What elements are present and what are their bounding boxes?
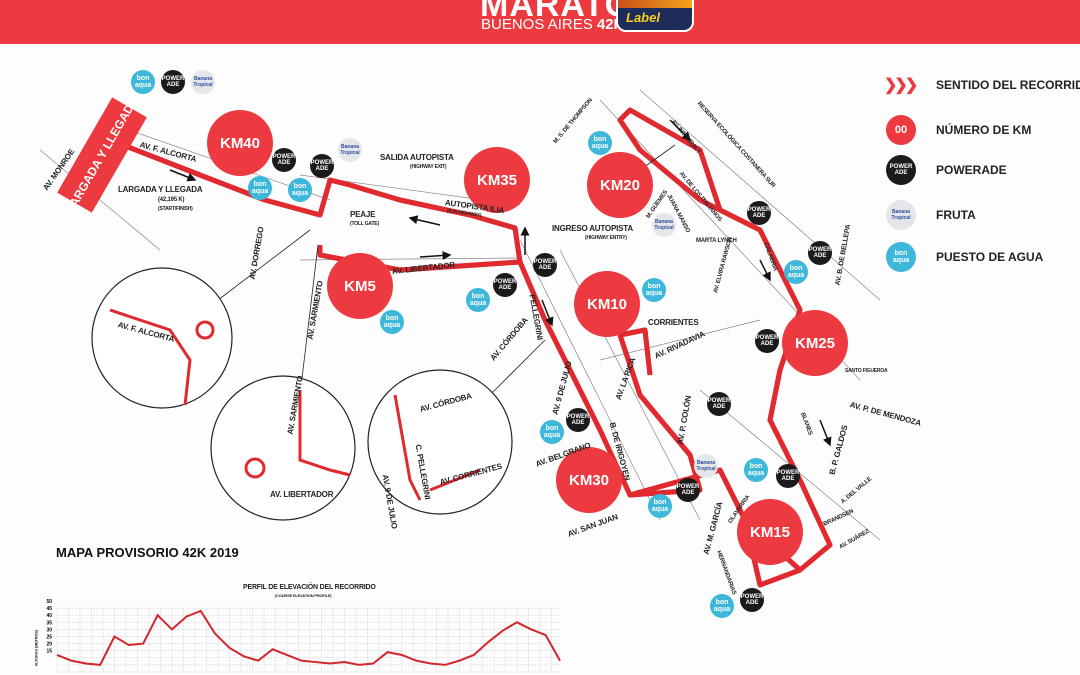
km-marker: KM5	[327, 253, 393, 319]
street-label: PEAJE	[350, 210, 376, 219]
direction-arrows-icon: ❯❯❯	[884, 77, 918, 94]
water-station-icon: bon aqua	[540, 420, 564, 444]
chart-ytick: 30	[46, 627, 52, 633]
legend-label: PUESTO DE AGUA	[936, 250, 1044, 264]
street-label: SANTO FIGUEROA	[845, 368, 888, 374]
chart-ytick: 50	[46, 599, 52, 605]
km-marker: KM30	[556, 447, 622, 513]
water-station-icon: bon aqua	[784, 260, 808, 284]
route-line	[110, 107, 833, 588]
km-marker: KM20	[587, 152, 653, 218]
inset-circles	[91, 267, 513, 521]
street-label: SALIDA AUTOPISTA	[380, 153, 454, 162]
street-label: (HIGHWAY ENTRY)	[585, 235, 627, 241]
water-station-icon: bon aqua	[466, 288, 490, 312]
powerade-icon: POWER ADE	[747, 201, 771, 225]
legend-item: Banana Tropical FRUTA	[884, 200, 976, 230]
elevation-line	[56, 609, 561, 666]
water-station-icon: bon aqua	[642, 278, 666, 302]
water-station-icon: bon aqua	[248, 176, 272, 200]
street-label: (START/FINISH)	[158, 206, 193, 212]
water-station-icon: bon aqua	[710, 594, 734, 618]
legend-label: SENTIDO DEL RECORRIDO	[936, 78, 1080, 92]
chart-ytick: 15	[46, 649, 52, 655]
legend-label: POWERADE	[936, 163, 1007, 177]
header-banner: MARATON BUENOS AIRES 42K Label	[0, 0, 1080, 44]
direction-arrows	[169, 119, 832, 447]
water-station-icon: bon aqua	[648, 494, 672, 518]
fruit-station-icon: Banana Tropical	[338, 138, 362, 162]
chart-ytick: 25	[46, 635, 52, 641]
street-label: MARTA LYNCH	[696, 238, 737, 244]
powerade-icon: POWER ADE	[161, 70, 185, 94]
powerade-icon: POWER ADE	[776, 464, 800, 488]
legend-item: POWER ADE POWERADE	[884, 155, 1007, 185]
legend-label: FRUTA	[936, 208, 976, 222]
sponsor-badge: Label	[616, 0, 694, 32]
km-marker: KM15	[737, 499, 803, 565]
fruit-station-icon: Banana Tropical	[694, 454, 718, 478]
water-station-icon: bon aqua	[588, 131, 612, 155]
powerade-icon: POWER ADE	[707, 392, 731, 416]
legend-label: NÚMERO DE KM	[936, 123, 1032, 137]
water-station-icon: bon aqua	[288, 178, 312, 202]
powerade-icon: POWER ADE	[533, 253, 557, 277]
powerade-icon: POWER ADE	[272, 148, 296, 172]
street-label: CORRIENTES	[648, 318, 699, 327]
water-station-icon: bon aqua	[131, 70, 155, 94]
powerade-icon: POWER ADE	[493, 273, 517, 297]
km-marker: KM40	[207, 110, 273, 176]
chart-ytick: 45	[46, 606, 52, 612]
powerade-icon: POWER ADE	[740, 588, 764, 612]
km-circle-icon: 00	[886, 115, 916, 145]
chart-title: PERFIL DE ELEVACIÓN DEL RECORRIDO	[243, 584, 376, 591]
inset-routes	[109, 308, 481, 501]
water-station-icon: bon aqua	[380, 310, 404, 334]
street-label: (HIGHWAY EXIT)	[410, 164, 447, 170]
bonaqua-icon: bon aqua	[886, 242, 916, 272]
chart-ylabel: ALTURAS (METROS)	[33, 630, 39, 667]
km-marker: KM10	[574, 271, 640, 337]
fruit-station-icon: Banana Tropical	[191, 70, 215, 94]
badge-label: Label	[626, 10, 660, 25]
chart-ytick: 20	[46, 642, 52, 648]
street-label: (TOLL GATE)	[350, 221, 379, 227]
street-label: LARGADA Y LLEGADA	[118, 185, 203, 194]
powerade-icon: POWER ADE	[755, 329, 779, 353]
powerade-icon: POWER ADE	[886, 155, 916, 185]
powerade-icon: POWER ADE	[808, 241, 832, 265]
powerade-icon: POWER ADE	[310, 154, 334, 178]
street-label: (42,195 K)	[158, 197, 185, 203]
powerade-icon: POWER ADE	[676, 478, 700, 502]
km-marker: KM25	[782, 310, 848, 376]
fruit-station-icon: Banana Tropical	[652, 213, 676, 237]
inset-street-label: AV. LIBERTADOR	[270, 490, 334, 499]
legend-item: bon aqua PUESTO DE AGUA	[884, 242, 1043, 272]
chart-ytick: 35	[46, 620, 52, 626]
logo-city: BUENOS AIRES	[481, 16, 593, 33]
powerade-icon: POWER ADE	[566, 408, 590, 432]
street-label: INGRESO AUTOPISTA	[552, 224, 633, 233]
legend-item: ❯❯❯ SENTIDO DEL RECORRIDO	[884, 75, 1080, 95]
km-marker: KM35	[464, 147, 530, 213]
legend-item: 00 NÚMERO DE KM	[884, 115, 1031, 145]
map-title: MAPA PROVISORIO 42K 2019	[56, 545, 239, 560]
water-station-icon: bon aqua	[744, 458, 768, 482]
chart-subtitle: (COURSE ELEVATION PROFILE)	[275, 593, 332, 598]
chart-ytick: 40	[46, 613, 52, 619]
banana-icon: Banana Tropical	[886, 200, 916, 230]
